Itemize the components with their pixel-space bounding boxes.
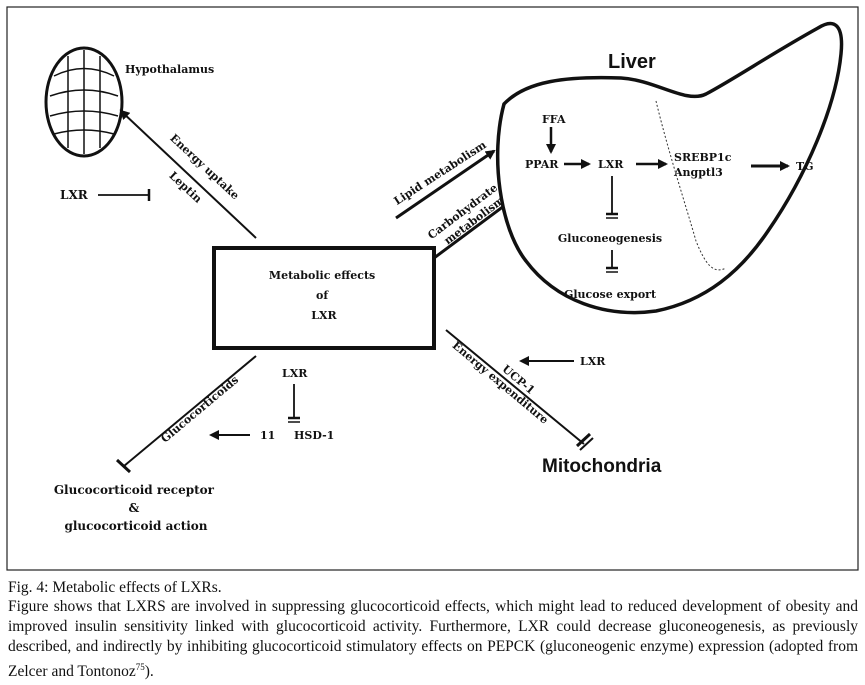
gluconeogenesis-label: Gluconeogenesis — [558, 232, 662, 245]
leptin-label: Leptin — [166, 169, 204, 206]
liver-label: Liver — [608, 51, 656, 73]
energy-expenditure-line — [445, 329, 585, 445]
srebp-label: SREBP1c — [674, 151, 732, 164]
glucocorticoid-receptor-label: Glucocorticoid receptor & glucocorticoid… — [54, 483, 218, 533]
glucose-export-label: Glucose export — [564, 288, 657, 301]
caption-tail: ). — [144, 663, 154, 681]
figure-caption: Fig. 4: Metabolic effects of LXRs. Figur… — [8, 578, 858, 682]
tg-label: TG — [796, 160, 814, 173]
carbohydrate-labels: Carbohydrate metabolism — [425, 181, 507, 247]
angptl-label: Angptl3 — [673, 166, 723, 179]
energy-uptake-label: Energy uptake — [167, 132, 241, 203]
caption-body-text: Figure shows that LXRS are involved in s… — [8, 598, 858, 681]
energy-expenditure-labels: UCP-1 Energy expenditure — [450, 339, 551, 427]
figure-panel: Hypothalamus LXR Metabolic effects of LX… — [6, 6, 859, 571]
lxr-hsd-label: LXR — [282, 367, 308, 380]
caption-body: Figure shows that LXRS are involved in s… — [8, 597, 858, 682]
mitochondria-label: Mitochondria — [542, 456, 662, 477]
gr-line1: Glucocorticoid receptor — [54, 483, 215, 497]
glucocorticoid-line — [123, 355, 257, 467]
lxr-mitochondria-label: LXR — [580, 355, 606, 368]
center-label-line2: of — [316, 289, 329, 302]
gr-line3: glucocorticoid action — [64, 519, 207, 533]
inhibit-bar — [115, 458, 132, 474]
ffa-label: FFA — [542, 113, 566, 126]
center-box — [212, 246, 436, 350]
center-label: Metabolic effects of LXR — [269, 269, 379, 322]
liver-lxr-label: LXR — [598, 158, 624, 171]
caption-reference: 75 — [135, 662, 145, 672]
metabolic-diagram: Hypothalamus LXR Metabolic effects of LX… — [6, 6, 859, 571]
lipid-metabolism-arrow — [395, 149, 496, 220]
hsd-number-label: 11 — [260, 429, 275, 442]
carbohydrate-arrow — [433, 198, 514, 260]
figure-frame — [6, 6, 859, 571]
energy-uptake-labels: Energy uptake Leptin — [166, 132, 241, 206]
center-label-line1: Metabolic effects — [269, 269, 375, 282]
lxr-hypothalamus-label: LXR — [60, 188, 89, 202]
center-label-line3: LXR — [311, 309, 337, 322]
energy-expenditure-label: Energy expenditure — [450, 339, 551, 427]
liver-lobe-line — [655, 100, 727, 271]
ppar-label: PPAR — [525, 158, 559, 171]
hypothalamus-icon — [44, 46, 124, 158]
caption-title: Fig. 4: Metabolic effects of LXRs. — [8, 579, 222, 596]
liver-shape — [495, 21, 844, 315]
inhibit-bar — [575, 432, 592, 448]
hsd-label: HSD-1 — [294, 429, 334, 442]
hypothalamus-label: Hypothalamus — [125, 63, 214, 76]
gr-line2: & — [128, 501, 139, 515]
inhibit-bar — [579, 437, 594, 451]
energy-uptake-arrow — [119, 109, 257, 239]
